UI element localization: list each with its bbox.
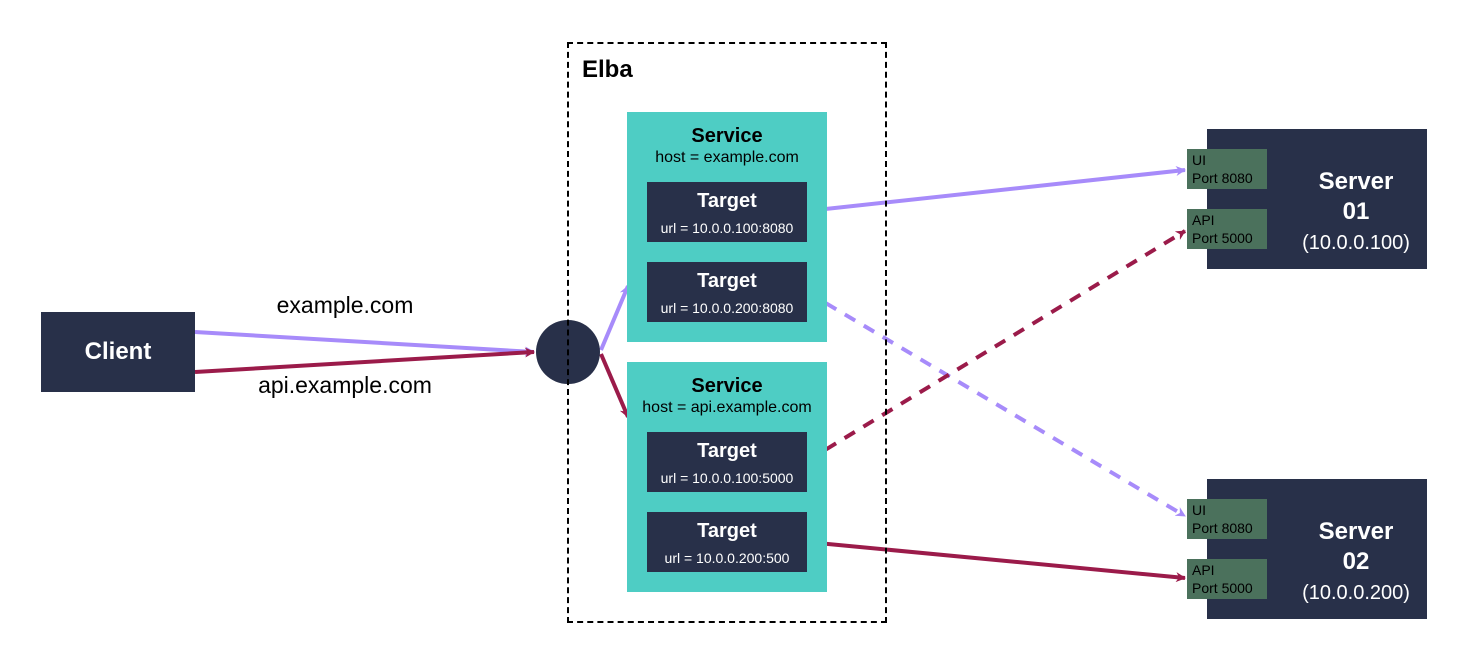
client-node: Client <box>41 312 195 392</box>
port-number: Port 5000 <box>1192 230 1253 246</box>
server-name: Server 01 <box>1318 168 1394 225</box>
server-ip: (10.0.0.100) <box>1302 232 1410 254</box>
edge-label-host-ui: example.com <box>276 292 414 318</box>
target-ui-server02: Target url = 10.0.0.200:8080 <box>647 262 807 322</box>
edge-router-service-api <box>599 353 630 418</box>
edge-client-api <box>194 347 535 374</box>
edge-target4-server02-api <box>806 540 1186 583</box>
target-title: Target <box>697 440 757 462</box>
port-number: Port 8080 <box>1192 170 1253 186</box>
target-title: Target <box>697 520 757 542</box>
target-ui-server01: Target url = 10.0.0.100:8080 <box>647 182 807 242</box>
edge-label-host-api: api.example.com <box>258 372 432 398</box>
server02-port-ui: UI Port 8080 <box>1187 499 1267 539</box>
elba-title: Elba <box>582 56 633 83</box>
target-title: Target <box>697 270 757 292</box>
edge-client-ui <box>194 330 535 357</box>
port-name: UI <box>1192 152 1206 168</box>
port-name: API <box>1192 212 1215 228</box>
client-label: Client <box>84 338 152 365</box>
server-name: Server 02 <box>1318 518 1394 575</box>
target-url: url = 10.0.0.100:5000 <box>660 470 794 486</box>
service-host: host = api.example.com <box>642 399 812 416</box>
port-name: API <box>1192 562 1215 578</box>
target-url: url = 10.0.0.200:500 <box>664 550 790 566</box>
target-api-server01: Target url = 10.0.0.100:5000 <box>647 432 807 492</box>
service-title: Service <box>691 125 763 147</box>
server02-port-api: API Port 5000 <box>1187 559 1267 599</box>
edge-target1-server01-ui <box>806 165 1186 213</box>
service-host: host = example.com <box>655 149 799 166</box>
edge-target2-server02-ui <box>805 290 1187 518</box>
port-name: UI <box>1192 502 1206 518</box>
server-ip: (10.0.0.200) <box>1302 582 1410 604</box>
port-number: Port 8080 <box>1192 520 1253 536</box>
server01-port-api: API Port 5000 <box>1187 209 1267 249</box>
elba-group <box>567 42 887 623</box>
server01-port-ui: UI Port 8080 <box>1187 149 1267 189</box>
edge-router-service-ui <box>599 285 630 351</box>
edge-target3-server01-api <box>805 229 1187 463</box>
target-url: url = 10.0.0.200:8080 <box>660 300 794 316</box>
target-url: url = 10.0.0.100:8080 <box>660 220 794 236</box>
target-title: Target <box>697 190 757 212</box>
port-number: Port 5000 <box>1192 580 1253 596</box>
service-title: Service <box>691 375 763 397</box>
target-api-server02: Target url = 10.0.0.200:500 <box>647 512 807 572</box>
